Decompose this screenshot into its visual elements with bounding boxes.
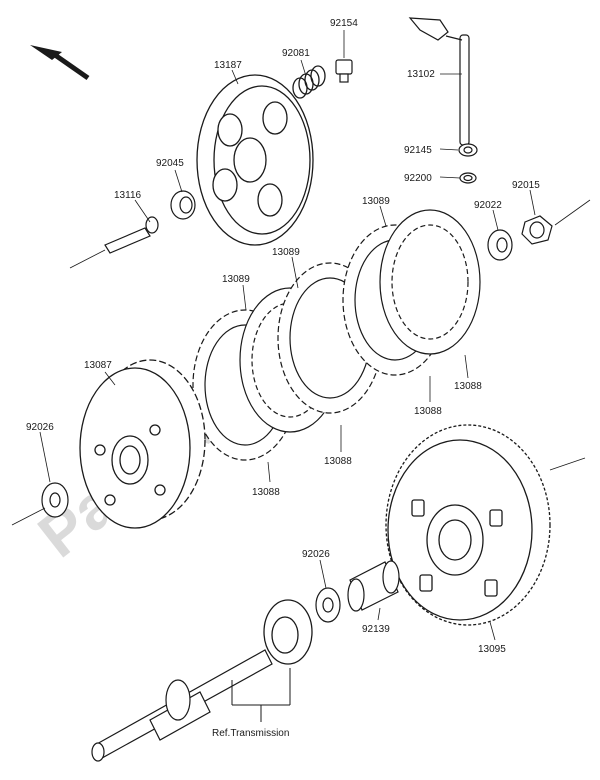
part-label: 92015 [512, 180, 540, 191]
part-label: 13089 [362, 196, 390, 207]
spring-92081 [292, 65, 326, 99]
clutch-plate-stack [192, 209, 481, 461]
clutch-hub-13087 [79, 359, 206, 529]
washer-92026-left [11, 482, 69, 526]
nut-92015 [521, 215, 553, 245]
pusher-13116 [69, 216, 159, 269]
part-label: 92026 [26, 422, 54, 433]
washer-92022 [487, 229, 513, 261]
part-label: 92081 [282, 48, 310, 59]
part-label: 92200 [404, 173, 432, 184]
push-rod-13102 [408, 17, 470, 146]
part-label: 92022 [474, 200, 502, 211]
part-label: 13087 [84, 360, 112, 371]
part-label: 13088 [414, 406, 442, 417]
washer-92200 [459, 172, 477, 184]
part-label: 92154 [330, 18, 358, 29]
reference-bracket [231, 668, 291, 722]
bearing-92045 [170, 190, 196, 220]
washer-92026-right [315, 587, 341, 623]
part-label: 13102 [407, 69, 435, 80]
part-label: 13088 [324, 456, 352, 467]
part-label: 13088 [454, 381, 482, 392]
part-label: 92145 [404, 145, 432, 156]
part-label: 13187 [214, 60, 242, 71]
front-arrow-icon [30, 45, 90, 81]
part-label: 13089 [272, 247, 300, 258]
leader-lines [39, 30, 536, 641]
part-label: 13095 [478, 644, 506, 655]
clutch-housing-13095 [385, 424, 586, 626]
part-label: 92045 [156, 158, 184, 169]
part-label: 92139 [362, 624, 390, 635]
axis-line-right [554, 199, 591, 226]
reference-transmission-label: Ref.Transmission [212, 728, 289, 739]
shaft-bearing [263, 599, 313, 665]
circlip-92145 [458, 143, 478, 157]
bolt-92154 [335, 59, 353, 83]
sleeve-92139 [347, 560, 400, 612]
part-label: 13088 [252, 487, 280, 498]
part-label: 13089 [222, 274, 250, 285]
part-labels: 92154 92081 13187 13102 92045 13116 9214… [26, 18, 540, 655]
pressure-plate-13187 [196, 74, 314, 246]
part-label: 13116 [114, 190, 142, 201]
input-shaft [91, 649, 273, 762]
part-label: 92026 [302, 549, 330, 560]
